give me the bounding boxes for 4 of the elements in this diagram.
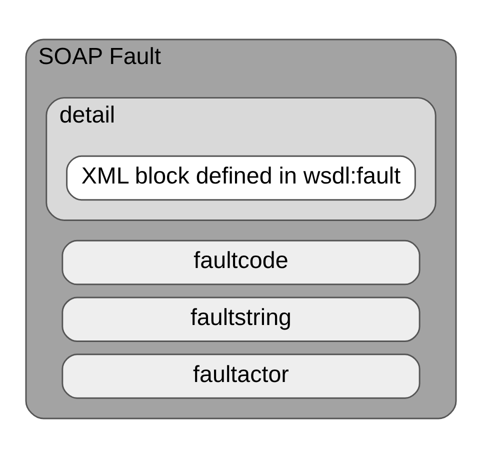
node-box: faultstring: [62, 296, 420, 342]
node-box: faultactor: [62, 353, 420, 398]
node-box: faultcode: [62, 239, 420, 285]
node-box: XML block defined in wsdl:fault: [66, 154, 416, 200]
